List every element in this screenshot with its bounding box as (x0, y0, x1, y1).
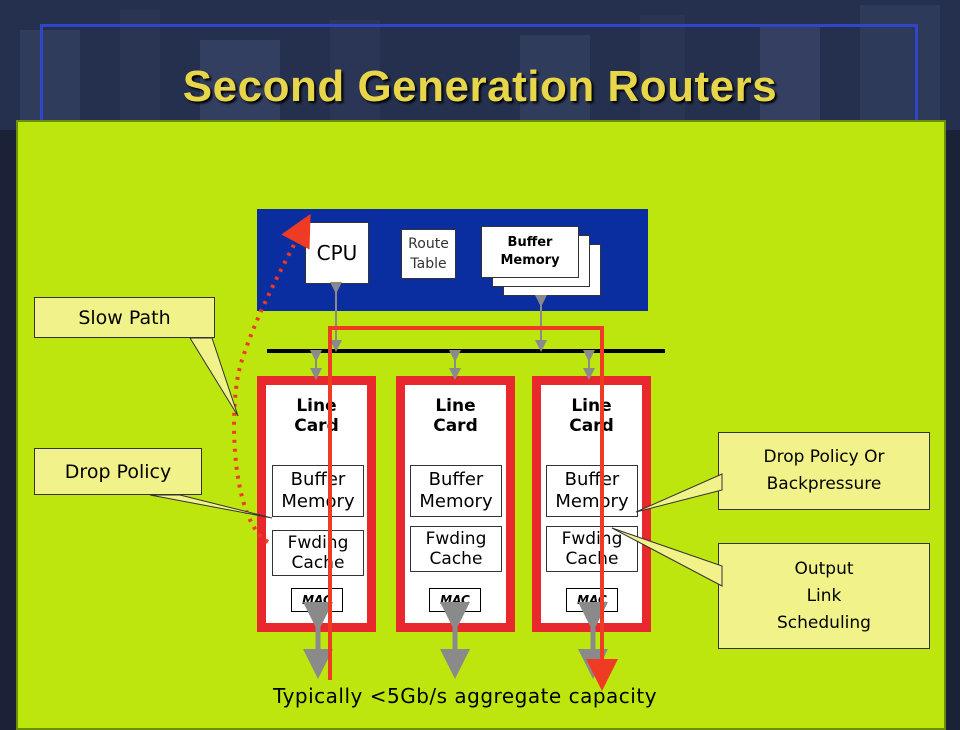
line-card-3-mac: MAC (566, 588, 618, 612)
route-table-line2: Table (410, 256, 447, 272)
slow-path-callout: Slow Path (34, 297, 215, 338)
slide-title: Second Generation Routers (182, 62, 778, 111)
line-card-3-label-line2: Card (569, 416, 614, 436)
line-card-1-label-line1: Line (296, 396, 337, 416)
route-table-line1: Route (408, 236, 449, 252)
line-card-2-mac: MAC (429, 588, 481, 612)
line-card-3-label-line1: Line (571, 396, 612, 416)
drop-policy-or-backpressure-callout: Drop Policy Or Backpressure (718, 432, 930, 510)
central-buffer-line2: Memory (500, 253, 560, 268)
line-card-1-mac: MAC (291, 588, 343, 612)
drop-policy-callout: Drop Policy (34, 448, 202, 495)
central-buffer-memory-box: Buffer Memory (481, 226, 579, 278)
central-buffer-line1: Buffer (507, 235, 553, 250)
title-frame (40, 24, 918, 144)
line-card-2-label-line2: Card (433, 416, 478, 436)
capacity-caption: Typically <5Gb/s aggregate capacity (272, 684, 658, 708)
line-card-3-label: Line Card (532, 396, 651, 436)
line-card-2-label-line1: Line (435, 396, 476, 416)
route-table-box: Route Table (401, 229, 456, 279)
shared-bus (267, 349, 665, 353)
cpu-box: CPU (305, 222, 369, 284)
output-link-scheduling-callout: Output Link Scheduling (718, 543, 930, 649)
line-card-1-label: Line Card (257, 396, 376, 436)
line-card-2-label: Line Card (396, 396, 515, 436)
line-card-1-label-line2: Card (294, 416, 339, 436)
